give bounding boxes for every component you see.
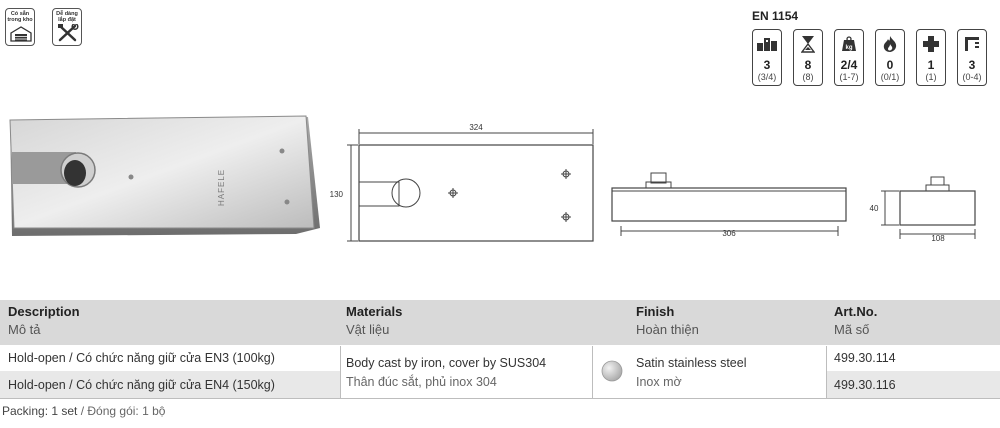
tools-icon [58, 24, 79, 42]
en-range: (3/4) [757, 72, 777, 82]
en-value: 2/4 [840, 58, 858, 72]
en-value: 8 [804, 58, 812, 72]
building-icon [757, 38, 777, 51]
easy-install-badge: Dễ dàng lắp đặt [52, 8, 82, 46]
weight-icon: kg [842, 36, 856, 51]
header-art-no: Art.No. [834, 304, 878, 319]
table-header: Description Mô tả Materials Vật liệu Fin… [0, 300, 1000, 345]
product-photo: HAFELE [9, 115, 320, 236]
en-value: 0 [886, 58, 894, 72]
en-value: 3 [968, 58, 976, 72]
dimension-length-top: 324 [469, 123, 483, 132]
header-description: Description [8, 304, 80, 319]
en-range: (1-7) [839, 72, 859, 82]
merged-cells [340, 346, 826, 398]
in-stock-badge: Có sẵn trong kho [5, 8, 35, 46]
dimension-height-end: 40 [870, 204, 879, 213]
en-class-fire: 0 (0/1) [875, 29, 905, 86]
in-stock-caption: Có sẵn trong kho [7, 11, 33, 23]
column-divider [340, 346, 341, 398]
en-value: 1 [927, 58, 935, 72]
technical-drawings: HAFELE 324 130 306 40 108 [9, 115, 976, 243]
en-class-safety: 1 (1) [916, 29, 946, 86]
en-range: (0-4) [962, 72, 982, 82]
easy-install-caption: Dễ dàng lắp đặt [56, 11, 78, 23]
en-class-corrosion: 3 (0-4) [957, 29, 987, 86]
header-description-vn: Mô tả [8, 322, 41, 337]
safety-cross-icon [923, 36, 939, 52]
finish-en: Satin stainless steel [636, 356, 747, 370]
materials-vn: Thân đúc sắt, phủ inox 304 [346, 375, 497, 389]
brand-engraving: HAFELE [217, 169, 226, 206]
dimension-width-top: 130 [330, 190, 344, 199]
row-art-no: 499.30.116 [834, 378, 896, 392]
en-standard-title: EN 1154 [752, 9, 799, 23]
finish-vn: Inox mờ [636, 375, 682, 389]
corrosion-icon [965, 37, 979, 51]
en-class-door-mass: kg 2/4 (1-7) [834, 29, 864, 86]
en-value: 3 [763, 58, 771, 72]
column-divider [592, 346, 593, 398]
end-view-drawing [881, 176, 976, 239]
fire-icon [883, 36, 897, 52]
table-bottom-border [0, 398, 1000, 399]
header-art-no-vn: Mã số [834, 322, 870, 337]
header-finish-vn: Hoàn thiện [636, 322, 699, 337]
en-class-building: 3 (3/4) [752, 29, 782, 86]
warehouse-icon [10, 26, 32, 42]
svg-text:kg: kg [845, 45, 852, 51]
en-range: (8) [802, 72, 814, 82]
top-view-drawing [347, 129, 594, 242]
hourglass-icon [801, 36, 815, 53]
row-description: Hold-open / Có chức năng giữ cửa EN3 (10… [8, 351, 275, 365]
finish-swatch [601, 360, 623, 382]
en-range: (1) [925, 72, 937, 82]
dimension-width-end: 108 [931, 234, 945, 243]
dimension-length-side: 306 [722, 229, 736, 238]
packing-note: Packing: 1 set / Đóng gói: 1 bộ [2, 404, 166, 418]
header-finish: Finish [636, 304, 675, 319]
side-view-drawing [611, 172, 847, 236]
row-description: Hold-open / Có chức năng giữ cửa EN4 (15… [8, 378, 275, 392]
row-art-no: 499.30.114 [834, 351, 896, 365]
materials-en: Body cast by iron, cover by SUS304 [346, 356, 547, 370]
header-materials: Materials [346, 304, 403, 319]
header-materials-vn: Vật liệu [346, 322, 390, 337]
column-divider [826, 346, 827, 398]
en-range: (0/1) [880, 72, 900, 82]
en-class-test-cycles: 8 (8) [793, 29, 823, 86]
